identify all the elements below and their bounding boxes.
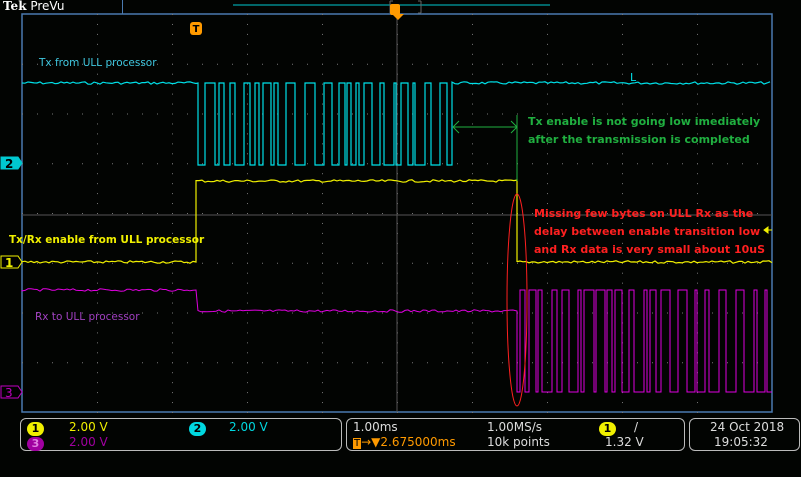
datetime-panel: 24 Oct 2018 19:05:32: [689, 418, 800, 451]
red-annotation-line: and Rx data is very small about 10uS: [534, 243, 765, 256]
delay-arrow: [452, 120, 518, 134]
trigger-level-arrow-icon: [763, 226, 772, 234]
ch3-scale: 2.00 V: [69, 435, 108, 449]
trigger-time-marker-icon: [190, 22, 202, 35]
date: 24 Oct 2018: [710, 420, 785, 434]
green-annotation-line: Tx enable is not going low imediately: [528, 115, 761, 128]
trigger-delay-icon: T: [353, 438, 362, 449]
trigger-source-badge[interactable]: 1: [599, 422, 616, 436]
ch2-badge[interactable]: 2: [189, 422, 206, 436]
ch1-scale: 2.00 V: [69, 420, 108, 434]
trace-label-tx: Tx from ULL processor: [39, 57, 157, 69]
red-annotation: Missing few bytes on ULL Rx as the delay…: [534, 205, 765, 259]
trace-ch3: [21, 288, 772, 393]
trace-label-enable: Tx/Rx enable from ULL processor: [9, 234, 205, 246]
trace-ch2: [21, 81, 771, 166]
red-annotation-line: Missing few bytes on ULL Rx as the: [534, 207, 754, 220]
ch3-marker-label: 3: [5, 386, 13, 400]
red-annotation-line: delay between enable transition low: [534, 225, 761, 238]
trigger-marker-text: T: [193, 24, 200, 35]
time: 19:05:32: [714, 435, 768, 449]
ch3-badge[interactable]: 3: [27, 437, 44, 451]
record-view-bar[interactable]: [122, 0, 672, 14]
tek-logo: Tek: [3, 0, 27, 13]
record-length: 10k points: [487, 435, 550, 449]
trigger-position-top-icon: [390, 4, 400, 15]
trigger-arrow-icon: [392, 14, 404, 20]
ch3-ground-marker: [0, 385, 23, 399]
ch2-scale: 2.00 V: [229, 420, 268, 434]
timebase: 1.00ms: [353, 420, 398, 434]
ch1-marker-label: 1: [5, 256, 13, 270]
trigger-delay-value: 2.675000ms: [380, 435, 456, 449]
ch2-marker-label: 2: [5, 157, 13, 171]
ch1-badge[interactable]: 1: [27, 422, 44, 436]
prevu-label: PreVu: [30, 0, 65, 13]
trace-ch1: [21, 179, 773, 264]
trace-label-rx: Rx to ULL processor: [35, 311, 140, 323]
missing-bytes-ellipse: [506, 193, 528, 407]
trigger-level-marker: L: [630, 71, 637, 84]
horizontal-trigger-panel[interactable]: 1.00ms T→▼2.675000ms 1.00MS/s 10k points…: [346, 418, 685, 451]
trigger-slope-icon: /: [634, 420, 639, 434]
trigger-level: 1.32 V: [605, 435, 644, 449]
green-annotation-line: after the transmission is completed: [528, 133, 750, 146]
sample-rate: 1.00MS/s: [487, 420, 542, 434]
vertical-settings-panel[interactable]: 1 2.00 V 2 2.00 V 3 2.00 V: [20, 418, 342, 451]
ch1-ground-marker: [0, 255, 23, 269]
ch2-ground-marker: [0, 156, 23, 170]
green-annotation: Tx enable is not going low imediately af…: [528, 113, 760, 149]
trigger-delay: T→▼2.675000ms: [353, 435, 456, 449]
brand: Tek PreVu: [0, 0, 122, 14]
